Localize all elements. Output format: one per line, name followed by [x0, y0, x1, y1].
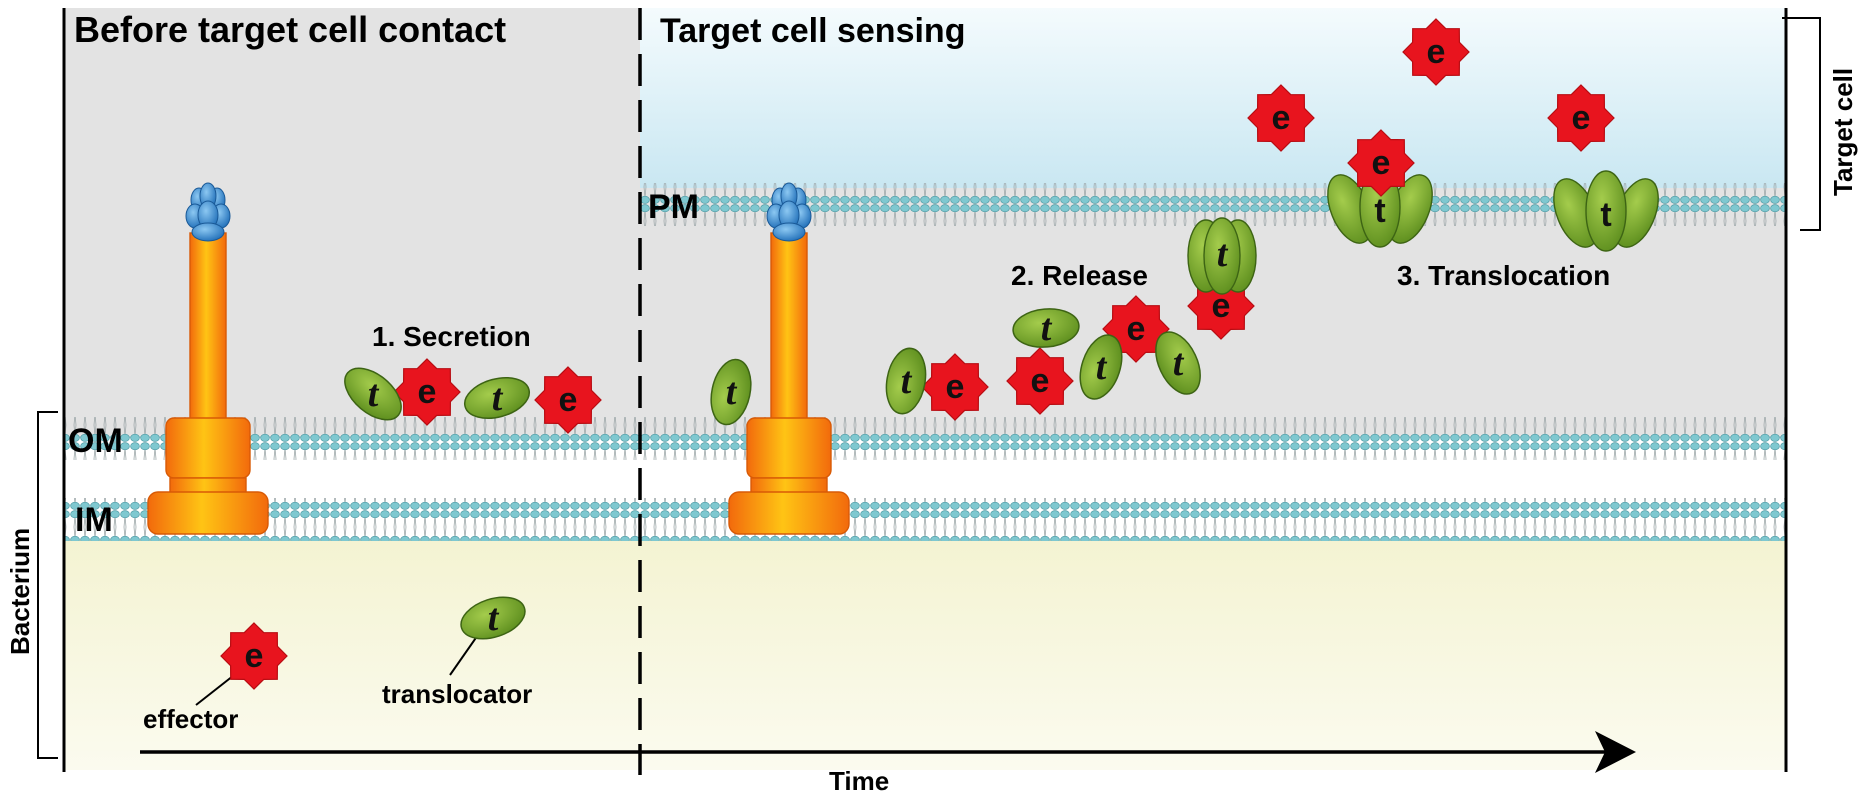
time-arrow [140, 731, 1636, 773]
svg-text:e: e [1212, 287, 1231, 325]
effector-released-2: e [1006, 347, 1074, 415]
svg-text:e: e [946, 368, 965, 406]
effector-released-3: e [1102, 295, 1170, 363]
step-release: 2. Release [1011, 260, 1148, 291]
effector-delivered-2: e [1247, 84, 1315, 152]
svg-text:e: e [245, 637, 264, 675]
effector-at-pore: e [1347, 129, 1415, 197]
translocator-secreted-2: t [459, 370, 535, 426]
right-panel-title: Target cell sensing [660, 12, 965, 50]
svg-text:t: t [901, 360, 913, 402]
effector-legend: e [220, 622, 288, 690]
svg-text:e: e [1272, 99, 1291, 137]
pore-assembling: t [1187, 217, 1257, 295]
side-label-target-cell: Target cell [1828, 68, 1858, 196]
side-label-bacterium: Bacterium [5, 528, 35, 655]
svg-text:t: t [1600, 196, 1611, 234]
svg-text:e: e [1127, 310, 1146, 348]
svg-text:t: t [726, 371, 738, 413]
translocator-released-3: t [1071, 328, 1131, 406]
bacterial-cytoplasm [64, 540, 1786, 770]
outer-membrane [64, 417, 1786, 460]
effector-released-4: e [1187, 272, 1255, 340]
translocators: t t t t t t t t [334, 305, 1210, 648]
effector-secreted-1: e [393, 358, 461, 426]
effectors: e e e e e e e e e e [220, 18, 1615, 690]
labels: Before target cell contact Target cell s… [5, 9, 1858, 796]
svg-text:e: e [1572, 99, 1591, 137]
pore-in-membrane-2: t [1544, 170, 1668, 255]
translocator-legend: t [454, 588, 532, 648]
label-plasma-membrane: PM [648, 188, 699, 226]
label-inner-membrane: IM [75, 501, 113, 539]
svg-text:t: t [1041, 307, 1053, 349]
translocator-near-needle: t [704, 355, 758, 429]
translocator-released-2: t [1010, 305, 1082, 351]
svg-text:e: e [1031, 362, 1050, 400]
svg-text:e: e [1427, 33, 1446, 71]
translocator-pointer [449, 631, 481, 676]
svg-text:e: e [1372, 144, 1391, 182]
step-translocation: 3. Translocation [1397, 260, 1610, 291]
inner-membrane [64, 498, 1786, 541]
left-panel-title: Before target cell contact [74, 9, 506, 50]
membrane-gap [64, 460, 1786, 500]
pore-in-membrane-1: t [1318, 166, 1442, 251]
translocator-pores: t t t e [1187, 129, 1668, 295]
frame [62, 8, 1788, 775]
step-secretion: 1. Secretion [372, 321, 531, 352]
bacterium-bracket [37, 411, 58, 759]
svg-text:t: t [1374, 192, 1385, 230]
translocator-released-1: t [880, 344, 932, 418]
svg-text:e: e [418, 373, 437, 411]
translocator-secreted-1: t [334, 357, 412, 431]
legend-effector-label: effector [143, 704, 238, 734]
effector-secreted-2: e [534, 366, 602, 434]
svg-text:t: t [492, 377, 504, 419]
svg-text:t: t [488, 597, 500, 639]
effector-released-1: e [921, 353, 989, 421]
svg-text:t: t [1217, 233, 1229, 275]
effector-delivered-1: e [1402, 18, 1470, 86]
label-outer-membrane: OM [68, 422, 123, 460]
target-cell-bracket [1782, 17, 1821, 231]
svg-text:e: e [559, 381, 578, 419]
time-axis-label: Time [829, 766, 889, 796]
svg-text:t: t [1173, 342, 1185, 384]
translocator-released-4: t [1146, 324, 1210, 402]
effector-delivered-3: e [1547, 84, 1615, 152]
legend-translocator-label: translocator [382, 679, 532, 709]
svg-text:t: t [1096, 346, 1108, 388]
svg-text:t: t [368, 373, 380, 415]
